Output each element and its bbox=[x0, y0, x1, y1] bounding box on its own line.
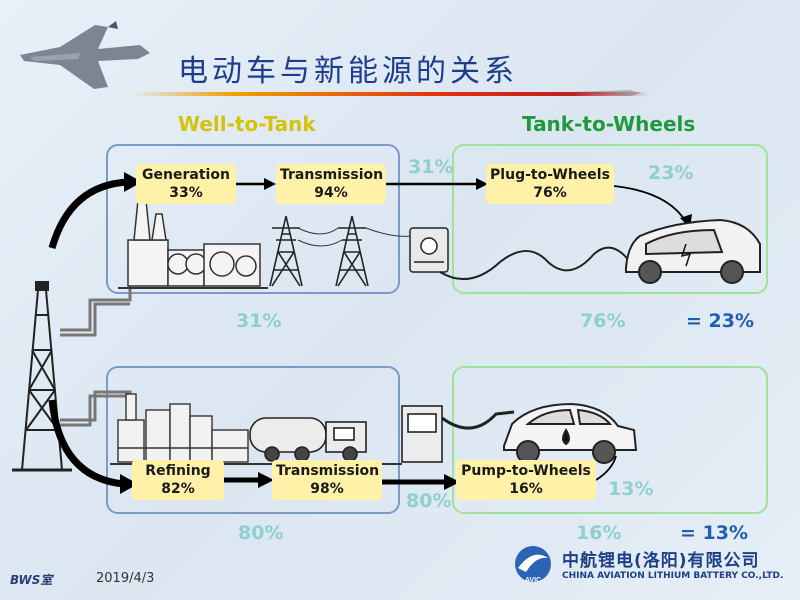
fuel-tank-to-wheels-box bbox=[452, 366, 768, 514]
electric-transmission-name: Transmission bbox=[280, 167, 384, 183]
avic-logo-text: AVIC bbox=[525, 577, 541, 584]
fuel-wheels-efficiency-mid: 13% bbox=[608, 478, 654, 500]
fuel-transmission-label: Transmission 98% bbox=[272, 460, 382, 500]
generation-name: Generation bbox=[142, 167, 230, 183]
oil-derrick-icon bbox=[12, 281, 72, 472]
pump-to-wheels-pct: 16% bbox=[509, 481, 543, 497]
power-plant-icon bbox=[127, 199, 261, 287]
generation-label: Generation 33% bbox=[136, 164, 236, 204]
fuel-wtt-efficiency-mid: 80% bbox=[406, 490, 452, 512]
electric-ttw-efficiency: 76% bbox=[580, 310, 626, 332]
electric-transmission-label: Transmission 94% bbox=[276, 164, 386, 204]
fuel-pump-icon bbox=[401, 405, 443, 463]
electric-transmission-pct: 94% bbox=[314, 185, 348, 201]
refinery-icon bbox=[117, 393, 249, 463]
page-title: 电动车与新能源的关系 bbox=[178, 54, 518, 89]
fuel-ttw-efficiency: 16% bbox=[576, 522, 622, 544]
plug-to-wheels-label: Plug-to-Wheels 76% bbox=[486, 164, 614, 204]
fuel-transmission-name: Transmission bbox=[276, 463, 380, 479]
electric-well-to-tank-box bbox=[106, 144, 400, 294]
generation-pct: 33% bbox=[169, 185, 203, 201]
plug-to-wheels-pct: 76% bbox=[533, 185, 567, 201]
charger-icon bbox=[409, 227, 449, 273]
fuel-total-efficiency: = 13% bbox=[680, 522, 749, 544]
electric-total-efficiency: = 23% bbox=[686, 310, 755, 332]
electric-wtt-efficiency: 31% bbox=[236, 310, 282, 332]
footer-brand: BWS室 bbox=[10, 573, 53, 587]
electric-car-icon bbox=[625, 218, 761, 284]
fuel-wtt-efficiency: 80% bbox=[238, 522, 284, 544]
refining-name: Refining bbox=[145, 463, 211, 479]
electric-wheels-efficiency-top: 23% bbox=[648, 162, 694, 184]
section-well-to-tank: Well-to-Tank bbox=[178, 112, 316, 136]
fuel-well-to-tank-box bbox=[106, 366, 400, 514]
pump-to-wheels-name: Pump-to-Wheels bbox=[461, 463, 591, 479]
company-name-en: CHINA AVIATION LITHIUM BATTERY CO.,LTD. bbox=[562, 571, 784, 581]
electric-tank-to-wheels-box bbox=[452, 144, 768, 294]
fuel-transmission-pct: 98% bbox=[310, 481, 344, 497]
section-tank-to-wheels: Tank-to-Wheels bbox=[522, 112, 696, 136]
gasoline-car-icon bbox=[503, 402, 638, 464]
refining-label: Refining 82% bbox=[132, 460, 224, 500]
pump-to-wheels-label: Pump-to-Wheels 16% bbox=[456, 460, 596, 500]
title-underline bbox=[130, 92, 650, 96]
company-name-cn: 中航锂电(洛阳)有限公司 bbox=[562, 551, 760, 571]
tanker-truck-icon bbox=[249, 417, 367, 462]
avic-logo: AVIC bbox=[515, 546, 551, 584]
plug-to-wheels-name: Plug-to-Wheels bbox=[490, 167, 610, 183]
refining-pct: 82% bbox=[161, 481, 195, 497]
footer-date: 2019/4/3 bbox=[96, 571, 155, 586]
electric-wtt-efficiency-top: 31% bbox=[408, 156, 454, 178]
power-pylon-icon bbox=[269, 215, 369, 287]
